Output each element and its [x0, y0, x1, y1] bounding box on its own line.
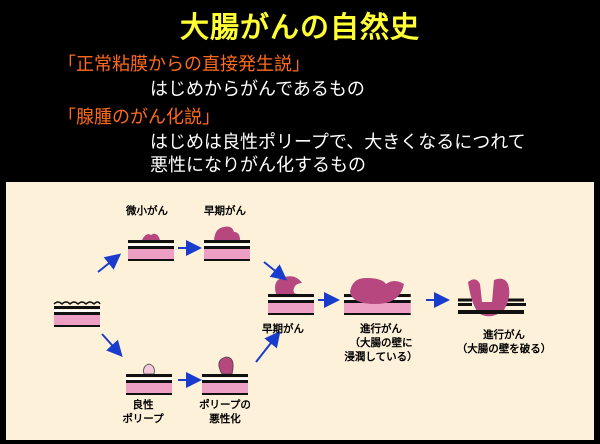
theory2-line-1: はじめは良性ポリープで、大きくなるにつれて [150, 132, 526, 153]
malignant-polyp-tissue [202, 356, 248, 395]
theory2-heading: 「腺腫のがん化説」 [58, 107, 220, 128]
page-title: 大腸がんの自然史 [179, 10, 420, 44]
label-early-cancer-top: 早期がん [204, 205, 246, 217]
label-advanced-breaking: 進行がん （大腸の壁を破る） [456, 329, 552, 355]
natural-history-diagram: 微小がん 早期がん 良性 ポリープ ポリープの 悪性化 早期がん 進行がん （大… [6, 182, 594, 440]
micro-cancer-tissue [128, 233, 174, 261]
label-micro-cancer: 微小がん [126, 205, 168, 217]
early-cancer-top-tissue [204, 226, 250, 261]
label-benign-polyp: 良性 ポリープ [122, 399, 164, 425]
arrow-normal-to-benign [101, 333, 123, 357]
arrow-normal-to-micro [97, 253, 122, 273]
label-malignant-polyp: ポリープの 悪性化 [199, 399, 251, 425]
early-cancer-tissue [268, 276, 314, 315]
theory2-line-2: 悪性になりがん化するもの [150, 155, 366, 176]
theory1-line-1: はじめからがんであるもの [150, 79, 365, 100]
arrow-malignant-to-mid [255, 330, 281, 363]
benign-polyp-tissue [126, 363, 172, 395]
normal-mucosa-tissue [53, 301, 101, 327]
label-advanced-invading: 進行がん （大腸の壁に 浸潤している） [344, 323, 418, 363]
advanced-cancer-breaking-tissue [458, 278, 526, 317]
label-early-cancer: 早期がん [262, 323, 304, 335]
diagram-canvas [53, 226, 526, 395]
theory1-heading: 「正常粘膜からの直接発生説」 [58, 54, 310, 75]
arrow-early-to-mid [263, 261, 288, 281]
advanced-cancer-invading-tissue [344, 278, 411, 315]
